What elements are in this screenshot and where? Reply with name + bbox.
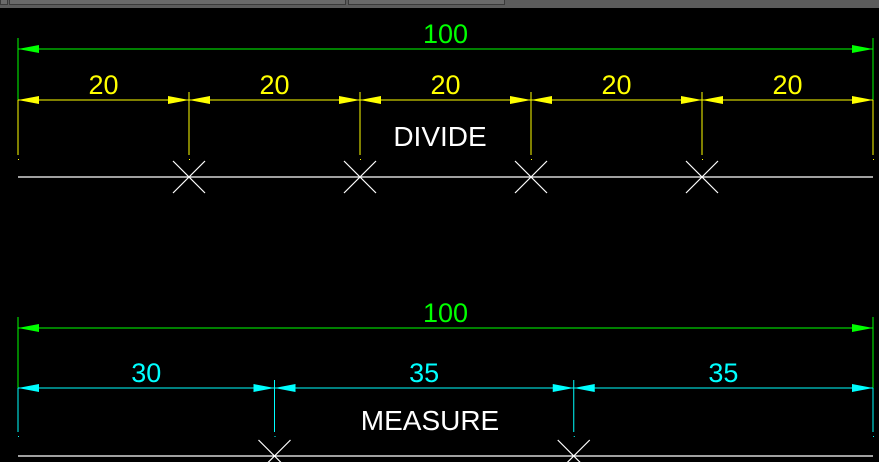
dimension-arrow <box>531 96 552 104</box>
point-x-mark <box>258 439 282 462</box>
segment-dimension-text: 20 <box>772 70 802 100</box>
point-marker <box>360 159 361 160</box>
toolbar-button[interactable] <box>0 0 8 5</box>
dimension-arrow <box>852 384 873 392</box>
toolbar-ruler[interactable] <box>9 0 346 5</box>
dimension-arrow <box>573 384 595 392</box>
point-x-mark <box>557 439 581 462</box>
point-marker <box>274 436 276 437</box>
point-x-mark <box>566 439 591 462</box>
divide-title: DIVIDE <box>393 121 486 152</box>
dimension-arrow <box>552 384 574 392</box>
overall-dimension-text: 100 <box>423 298 468 328</box>
segment-dimension-text: 35 <box>409 358 439 388</box>
dimension-arrow <box>18 96 39 104</box>
point-x-mark <box>685 160 719 194</box>
measure-title: MEASURE <box>361 405 499 436</box>
endpoint-marker <box>18 159 19 160</box>
dimension-arrow <box>702 96 723 104</box>
dimension-arrow <box>681 96 702 104</box>
dimension-arrow <box>274 384 296 392</box>
toolbar-strip <box>0 0 879 8</box>
segment-dimension-text: 20 <box>259 70 289 100</box>
point-x-mark <box>514 160 548 194</box>
point-x-mark <box>172 160 206 194</box>
point-x-mark <box>267 439 291 462</box>
segment-dimension-text: 35 <box>708 358 738 388</box>
dimension-arrow <box>852 96 873 104</box>
dimension-arrow <box>852 324 873 332</box>
dimension-arrow <box>168 96 189 104</box>
dimension-arrow <box>510 96 531 104</box>
endpoint-marker <box>18 436 19 437</box>
segment-dimension-text: 20 <box>430 70 460 100</box>
point-x-mark <box>343 160 377 194</box>
dimension-arrow <box>18 324 39 332</box>
endpoint-marker <box>873 159 874 160</box>
dimension-arrow <box>189 96 210 104</box>
point-marker <box>189 159 190 160</box>
dimension-arrow <box>18 45 39 53</box>
point-marker <box>531 159 532 160</box>
overall-dimension-text: 100 <box>423 19 468 49</box>
point-marker <box>573 436 575 437</box>
dimension-arrow <box>852 45 873 53</box>
dimension-arrow <box>253 384 275 392</box>
segment-dimension-text: 20 <box>601 70 631 100</box>
segment-dimension-text: 30 <box>131 358 161 388</box>
dimension-arrow <box>339 96 360 104</box>
point-marker <box>702 159 703 160</box>
dimension-arrow <box>360 96 381 104</box>
segment-dimension-text: 20 <box>88 70 118 100</box>
dimension-arrow <box>18 384 39 392</box>
endpoint-marker <box>873 436 874 437</box>
toolbar-controls[interactable] <box>348 0 505 5</box>
